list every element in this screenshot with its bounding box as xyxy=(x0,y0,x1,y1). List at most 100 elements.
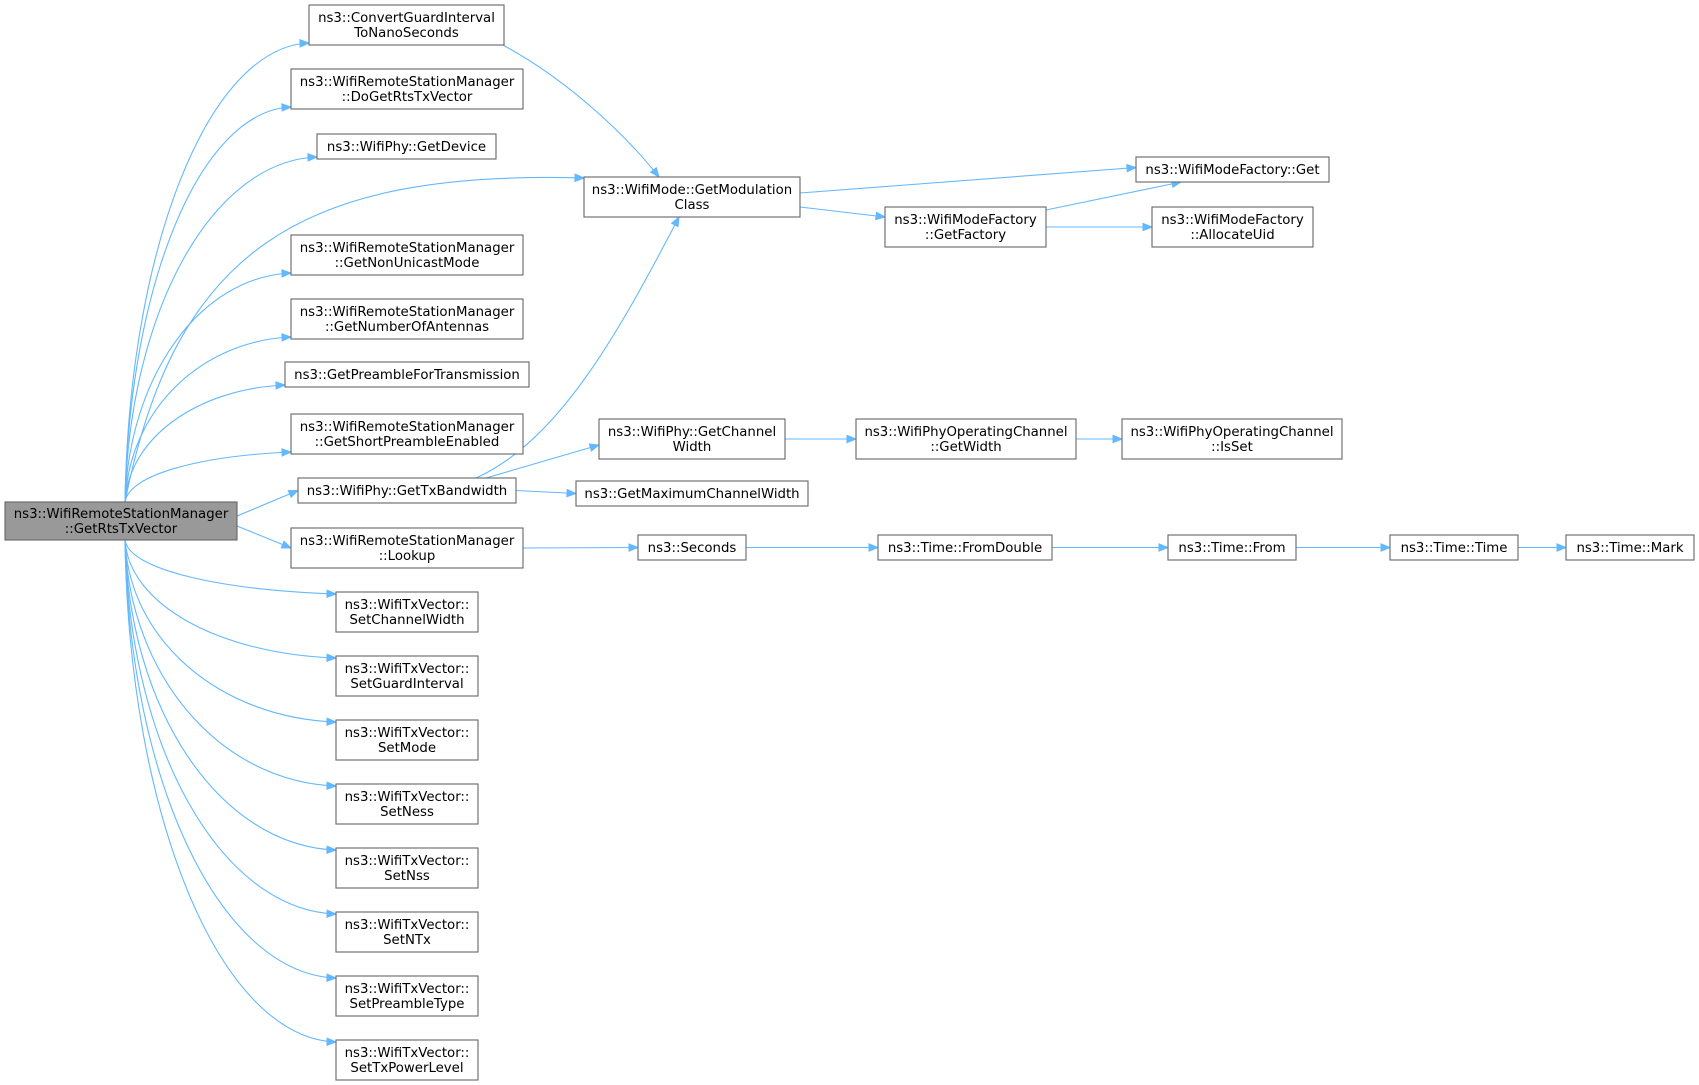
graph-node-label: ::GetRtsTxVector xyxy=(65,522,178,537)
graph-edge-arrowhead xyxy=(670,215,680,228)
graph-node-getFactory[interactable]: ns3::WifiModeFactory::GetFactory xyxy=(884,206,1047,248)
graph-node-getShortPre[interactable]: ns3::WifiRemoteStationManager::GetShortP… xyxy=(290,413,524,455)
graph-edge-line xyxy=(475,216,680,479)
graph-edge-root-doGetRts xyxy=(124,103,293,503)
graph-node-box xyxy=(884,206,1047,248)
graph-edge-root-lookup xyxy=(236,525,293,549)
graph-node-box xyxy=(1565,534,1695,561)
graph-node-label: ns3::WifiPhy::GetChannel xyxy=(608,425,776,440)
graph-edge-line xyxy=(124,539,337,915)
graph-node-getPreamble[interactable]: ns3::GetPreambleForTransmission xyxy=(284,361,530,388)
graph-edge-root-setTxPow xyxy=(124,539,338,1047)
graph-edge-arrowhead xyxy=(281,103,293,112)
graph-edge-root-setNTx xyxy=(124,539,338,919)
graph-node-getNonUnicast[interactable]: ns3::WifiRemoteStationManager::GetNonUni… xyxy=(290,234,524,276)
graph-node-label: ns3::GetPreambleForTransmission xyxy=(294,368,520,383)
graph-edge-line xyxy=(124,539,337,1043)
graph-node-label: ns3::WifiRemoteStationManager xyxy=(300,305,515,320)
graph-node-timeTime[interactable]: ns3::Time::Time xyxy=(1389,534,1519,561)
graph-node-getMaxChW[interactable]: ns3::GetMaximumChannelWidth xyxy=(575,480,809,507)
graph-node-label: ns3::WifiTxVector:: xyxy=(345,726,470,741)
graph-edge-arrowhead xyxy=(326,781,338,791)
graph-node-label: ::GetShortPreambleEnabled xyxy=(315,435,500,450)
graph-node-label: ns3::WifiModeFactory xyxy=(1161,213,1304,228)
graph-node-setGI[interactable]: ns3::WifiTxVector::SetGuardInterval xyxy=(335,655,479,697)
graph-node-label: SetGuardInterval xyxy=(350,677,463,692)
graph-node-opChIsSet[interactable]: ns3::WifiPhyOperatingChannel::IsSet xyxy=(1121,418,1343,460)
graph-edge-root-setPreType xyxy=(124,539,338,983)
graph-edge-arrowhead xyxy=(326,589,338,599)
graph-node-box xyxy=(335,847,479,889)
graph-node-getNumAnt[interactable]: ns3::WifiRemoteStationManager::GetNumber… xyxy=(290,298,524,340)
graph-node-box xyxy=(1121,418,1343,460)
graph-edge-arrowhead xyxy=(287,489,300,499)
graph-node-allocUid[interactable]: ns3::WifiModeFactory::AllocateUid xyxy=(1151,206,1314,248)
graph-node-setNTx[interactable]: ns3::WifiTxVector::SetNTx xyxy=(335,911,479,953)
graph-node-doGetRts[interactable]: ns3::WifiRemoteStationManager::DoGetRtsT… xyxy=(290,68,524,110)
graph-edge-line xyxy=(124,384,286,503)
graph-node-label: ::GetFactory xyxy=(925,228,1006,243)
graph-node-lookup[interactable]: ns3::WifiRemoteStationManager::Lookup xyxy=(290,527,524,569)
graph-node-timeFrom[interactable]: ns3::Time::From xyxy=(1167,534,1297,561)
graph-node-label: ns3::WifiPhyOperatingChannel xyxy=(1130,425,1333,440)
graph-edge-arrowhead xyxy=(566,488,578,498)
graph-edge-line xyxy=(124,272,292,503)
graph-node-box xyxy=(1135,156,1330,183)
graph-edge-line xyxy=(515,489,577,495)
graph-edge-root-getShortPre xyxy=(124,448,293,503)
graph-edge-opChGetW-opChIsSet xyxy=(1076,434,1124,444)
graph-edge-fromDouble-timeFrom xyxy=(1052,543,1170,552)
graph-node-modeFactGet[interactable]: ns3::WifiModeFactory::Get xyxy=(1135,156,1330,183)
graph-edge-getChW-opChGetW xyxy=(785,434,858,444)
graph-node-label: ns3::WifiTxVector:: xyxy=(345,982,470,997)
graph-edge-arrowhead xyxy=(1126,163,1138,173)
graph-node-box xyxy=(1389,534,1519,561)
graph-edge-arrowhead xyxy=(846,434,858,444)
graph-node-label: ns3::GetMaximumChannelWidth xyxy=(584,487,799,502)
graph-edge-line xyxy=(522,546,639,549)
graph-edge-root-setNess xyxy=(124,539,338,791)
graph-node-root[interactable]: ns3::WifiRemoteStationManager::GetRtsTxV… xyxy=(4,501,238,541)
graph-node-label: ns3::WifiTxVector:: xyxy=(345,918,470,933)
graph-node-setPreType[interactable]: ns3::WifiTxVector::SetPreambleType xyxy=(335,975,479,1017)
graph-node-box xyxy=(598,418,786,460)
graph-node-label: ns3::Time::Mark xyxy=(1576,541,1683,556)
graph-edge-arrowhead xyxy=(1380,543,1392,552)
graph-node-getDevice[interactable]: ns3::WifiPhy::GetDevice xyxy=(316,133,497,160)
graph-node-label: ns3::WifiTxVector:: xyxy=(345,1046,470,1061)
graph-node-setTxPow[interactable]: ns3::WifiTxVector::SetTxPowerLevel xyxy=(335,1039,479,1081)
graph-edge-root-setChW xyxy=(124,539,338,599)
graph-edge-getFactory-modeFactGet xyxy=(1045,179,1183,211)
graph-node-label: SetNess xyxy=(380,805,434,820)
graph-node-box xyxy=(290,413,524,455)
graph-edge-root-getPreamble xyxy=(124,381,287,503)
graph-node-setMode[interactable]: ns3::WifiTxVector::SetMode xyxy=(335,719,479,761)
graph-node-label: Width xyxy=(673,440,712,455)
graph-node-box xyxy=(1151,206,1314,248)
graph-node-box xyxy=(284,361,530,388)
graph-node-setNss[interactable]: ns3::WifiTxVector::SetNss xyxy=(335,847,479,889)
graph-edge-line xyxy=(799,166,1137,194)
graph-node-box xyxy=(4,501,238,541)
graph-node-box xyxy=(1167,534,1297,561)
graph-edge-getTxBw-getMaxChW xyxy=(515,488,578,498)
graph-node-opChGetW[interactable]: ns3::WifiPhyOperatingChannel::GetWidth xyxy=(855,418,1077,460)
graph-node-getTxBw[interactable]: ns3::WifiPhy::GetTxBandwidth xyxy=(297,477,517,504)
graph-edge-arrowhead xyxy=(280,540,293,549)
graph-node-label: SetPreambleType xyxy=(350,997,465,1012)
graph-node-fromDouble[interactable]: ns3::Time::FromDouble xyxy=(877,534,1053,561)
graph-edge-line xyxy=(124,539,337,979)
graph-node-box xyxy=(316,133,497,160)
graph-node-timeMark[interactable]: ns3::Time::Mark xyxy=(1565,534,1695,561)
graph-edge-arrowhead xyxy=(275,381,287,390)
graph-edge-convertGI-getModClass xyxy=(498,42,660,179)
graph-node-seconds[interactable]: ns3::Seconds xyxy=(637,534,747,561)
graph-edge-line xyxy=(236,525,292,549)
graph-edge-timeTime-timeMark xyxy=(1518,543,1568,552)
graph-edge-line xyxy=(124,539,337,595)
graph-node-setNess[interactable]: ns3::WifiTxVector::SetNess xyxy=(335,783,479,825)
graph-node-setChW[interactable]: ns3::WifiTxVector::SetChannelWidth xyxy=(335,591,479,633)
